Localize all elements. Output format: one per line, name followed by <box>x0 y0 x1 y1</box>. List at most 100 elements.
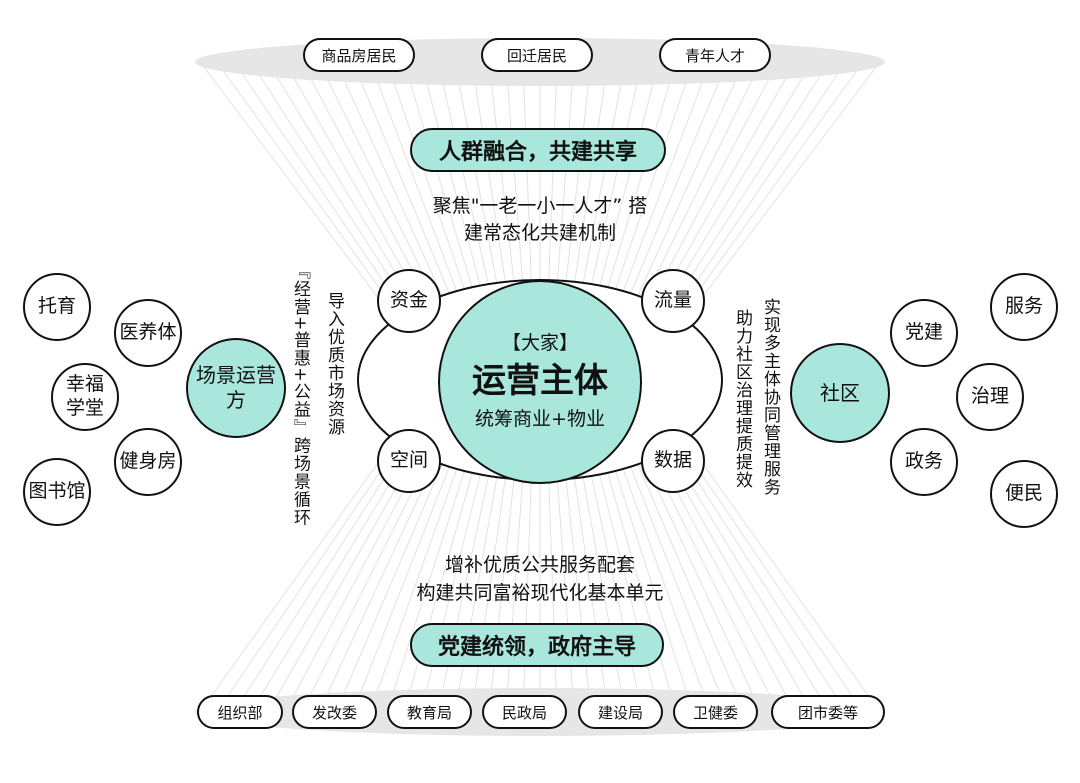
ray-line <box>352 459 453 713</box>
ray-line <box>335 61 445 301</box>
ray-line <box>437 459 493 713</box>
top-banner: 人群融合，共建共享 <box>410 128 666 172</box>
community-hub: 社区 <box>790 343 890 443</box>
ray-line <box>216 459 389 713</box>
ray-line <box>505 459 525 713</box>
ray-line <box>547 61 558 301</box>
ray-line <box>267 459 413 713</box>
ray-line <box>233 459 397 713</box>
ray-line <box>488 61 517 301</box>
ray-line <box>437 61 493 301</box>
ray-line <box>386 61 469 301</box>
ray-line <box>318 61 437 301</box>
ray-line <box>284 459 421 713</box>
ray-line <box>420 459 485 713</box>
ray-line <box>627 459 728 713</box>
ray-line <box>454 459 501 713</box>
ray-line <box>619 459 711 713</box>
ray-line <box>199 459 381 713</box>
ray-line <box>420 61 485 301</box>
ray-line <box>471 61 509 301</box>
ray-line <box>250 459 405 713</box>
left-item: 幸福学堂 <box>51 363 119 431</box>
ray-line <box>369 459 461 713</box>
bottom-banner: 党建统领，政府主导 <box>410 623 664 667</box>
ray-line <box>667 61 813 301</box>
ray-line <box>683 61 847 301</box>
left-item: 健身房 <box>114 428 182 496</box>
top-desc-1: 聚焦"一老一小一人才” 搭 <box>432 195 648 217</box>
right-item: 政务 <box>890 428 958 496</box>
ray-line <box>335 459 445 713</box>
ray-line <box>595 459 660 713</box>
ray-line <box>651 459 779 713</box>
ray-line <box>471 459 509 713</box>
ray-line <box>603 61 677 301</box>
hub-bracket: 【大家】 <box>501 332 578 354</box>
ray-line <box>216 61 389 301</box>
group-pill: 青年人才 <box>659 38 771 72</box>
ray-line <box>369 61 461 301</box>
ray-line <box>611 459 694 713</box>
ray-line <box>250 61 405 301</box>
ray-line <box>284 61 421 301</box>
group-pill: 回迁居民 <box>481 38 593 72</box>
ray-line <box>619 61 711 301</box>
ray-line <box>301 61 429 301</box>
ray-line <box>522 459 533 713</box>
gov-pill: 发改委 <box>292 695 377 729</box>
ray-line <box>611 61 694 301</box>
ray-line <box>659 61 796 301</box>
ray-line <box>635 61 745 301</box>
ray-line <box>199 61 381 301</box>
gov-pill: 建设局 <box>578 695 663 729</box>
ray-line <box>301 459 429 713</box>
ray-line <box>403 459 477 713</box>
ray-line <box>651 61 779 301</box>
ray-line <box>571 61 609 301</box>
left-vtext-1: 导入优质市场资源 <box>324 292 344 436</box>
ray-line <box>352 61 453 301</box>
scene-operator-hub: 场景运营方 <box>186 338 286 438</box>
ray-line <box>643 61 762 301</box>
gov-pill: 民政局 <box>482 695 567 729</box>
group-pill: 商品房居民 <box>303 38 415 72</box>
ray-line <box>675 61 830 301</box>
ray-line <box>233 61 397 301</box>
ray-line <box>699 61 881 301</box>
left-vtext-2: 『经营+普惠+公益』跨场景循环 <box>290 262 310 527</box>
left-item: 图书馆 <box>23 458 91 526</box>
node-funds: 资金 <box>377 269 441 333</box>
ray-line <box>587 459 643 713</box>
ray-line <box>386 459 469 713</box>
gov-pill: 组织部 <box>197 695 283 729</box>
ray-line <box>555 61 575 301</box>
ray-line <box>403 61 477 301</box>
gov-pill: 教育局 <box>387 695 472 729</box>
ray-line <box>547 459 558 713</box>
ray-line <box>659 459 796 713</box>
hub-subtitle: 统筹商业+物业 <box>475 408 605 431</box>
node-data: 数据 <box>641 429 705 493</box>
ray-line <box>587 61 643 301</box>
top-desc-2: 建常态化共建机制 <box>463 222 616 244</box>
node-traffic: 流量 <box>641 269 705 333</box>
ray-line <box>454 61 501 301</box>
right-item: 治理 <box>956 363 1024 431</box>
ray-line <box>563 61 592 301</box>
left-item: 托育 <box>23 273 91 341</box>
ray-line <box>675 459 830 713</box>
bottom-desc-2: 构建共同富裕现代化基本单元 <box>416 582 664 604</box>
ray-line <box>691 61 864 301</box>
ray-line <box>699 459 881 713</box>
right-item: 便民 <box>990 460 1058 528</box>
ray-line <box>579 61 626 301</box>
ray-line <box>318 459 437 713</box>
ray-line <box>488 459 517 713</box>
ray-line <box>267 61 413 301</box>
ray-line <box>579 459 626 713</box>
left-item: 医养体 <box>114 299 182 367</box>
bottom-desc-1: 增补优质公共服务配套 <box>444 554 635 576</box>
hub-title: 运营主体 <box>472 360 608 401</box>
ray-line <box>635 459 745 713</box>
